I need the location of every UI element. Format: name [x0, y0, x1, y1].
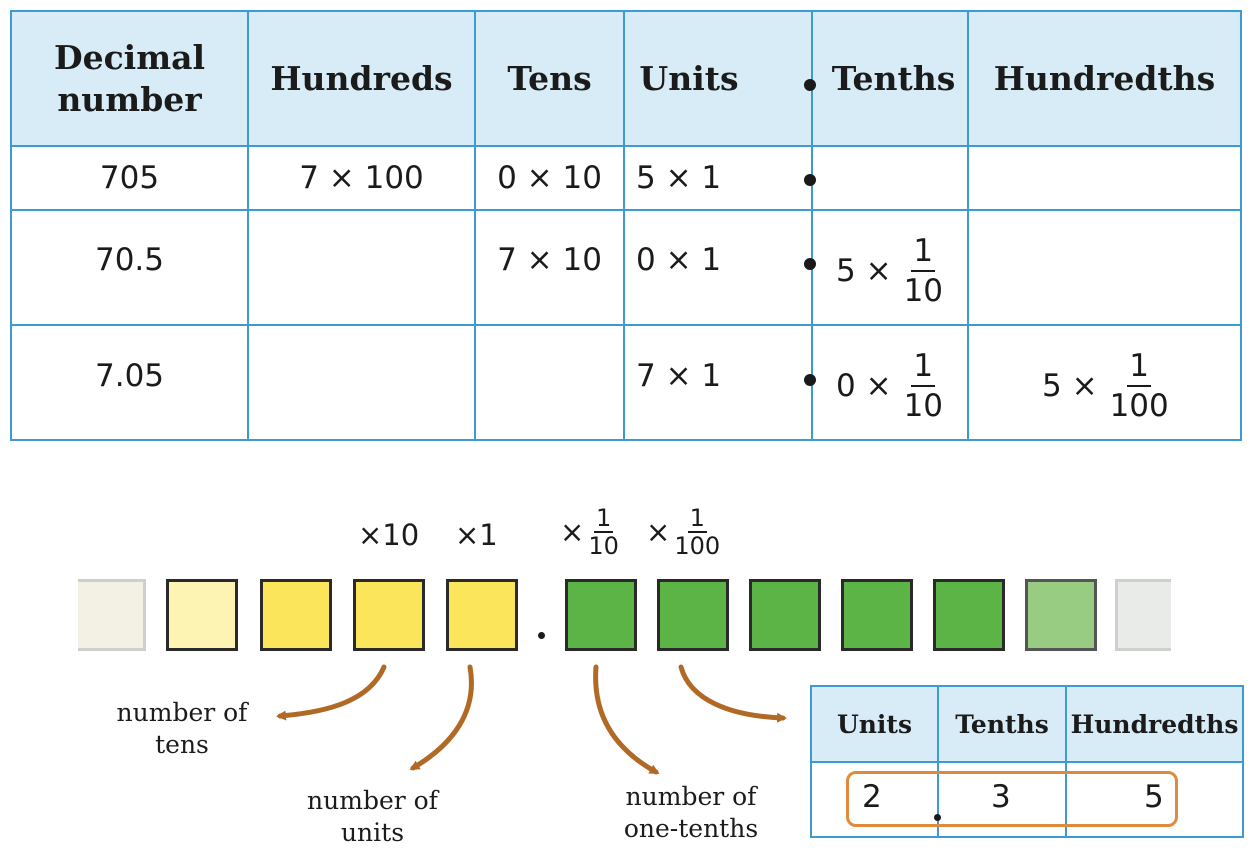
- example-header-units: Units: [836, 709, 913, 739]
- fraction-one-tenth: 1 10: [588, 505, 619, 559]
- multiplier-symbol: ×: [560, 515, 585, 549]
- arrow-to-tenths-label: [593, 664, 660, 775]
- strip-box-tens: [353, 579, 425, 651]
- fraction-numerator: 1: [911, 347, 936, 387]
- header-units: Units: [639, 59, 739, 98]
- fraction-one-hundredth: 1 100: [674, 505, 720, 559]
- strip-box-pale-green: [1025, 579, 1097, 651]
- cell-tenths: 5 ×: [836, 253, 892, 289]
- fraction-denominator: 10: [588, 532, 619, 560]
- strip-box-faded: [1115, 579, 1171, 651]
- strip-box-green: [749, 579, 821, 651]
- fraction-one-tenth: 1 10: [904, 232, 943, 310]
- multiplier-tens: ×10: [358, 518, 420, 552]
- fraction-denominator: 10: [903, 273, 944, 309]
- cell-hundredths-fraction: 5 × 1 100: [1042, 347, 1169, 425]
- decimal-point-dot: [934, 814, 941, 821]
- cell-decimal: 70.5: [94, 242, 165, 278]
- header-tens: Tens: [507, 59, 592, 98]
- example-col-divider: [937, 685, 939, 838]
- strip-box-units: [446, 579, 518, 651]
- cell-units: 0 × 1: [636, 242, 722, 278]
- example-value-hundredths: 5: [1144, 779, 1164, 815]
- fraction-denominator: 100: [1109, 388, 1169, 424]
- table-row-divider: [10, 145, 1242, 147]
- cell-tenths-fraction: 0 × 1 10: [836, 347, 943, 425]
- fraction-numerator: 1: [1127, 347, 1152, 387]
- fraction-numerator: 1: [687, 504, 707, 533]
- cell-decimal: 705: [99, 160, 160, 196]
- header-hundredths: Hundredths: [993, 59, 1216, 98]
- fraction-one-hundredth: 1 100: [1110, 347, 1169, 425]
- fraction-one-tenth: 1 10: [904, 347, 943, 425]
- fraction-numerator: 1: [911, 232, 936, 272]
- cell-units: 7 × 1: [636, 358, 722, 394]
- example-border-left: [810, 685, 812, 838]
- arrow-to-small-table: [678, 664, 787, 723]
- cell-units: 5 × 1: [636, 160, 722, 196]
- header-hundreds: Hundreds: [270, 59, 453, 98]
- table-border-left: [10, 10, 12, 441]
- table-col-divider: [967, 10, 969, 441]
- decimal-point-dot: [804, 174, 816, 186]
- header-tenths: Tenths: [831, 59, 956, 98]
- fraction-denominator: 100: [674, 532, 721, 560]
- example-header-hundredths: Hundredths: [1070, 709, 1239, 739]
- cell-tens: 0 × 10: [497, 160, 602, 196]
- example-col-divider: [1065, 685, 1067, 838]
- table-row-divider: [10, 209, 1242, 211]
- multiplier-tenths: × 1 10: [560, 505, 619, 559]
- cell-hundredths: 5 ×: [1042, 368, 1098, 404]
- decimal-point-dot: [804, 374, 816, 386]
- decimal-point-dot: [538, 632, 545, 639]
- multiplier-hundredths: × 1 100: [646, 505, 720, 559]
- example-border-top: [810, 685, 1244, 687]
- strip-box-green: [933, 579, 1005, 651]
- cell-tenths: 0 ×: [836, 368, 892, 404]
- cell-tenths-fraction: 5 × 1 10: [836, 232, 943, 310]
- multiplier-units: ×1: [455, 518, 498, 552]
- example-header-tenths: Tenths: [955, 709, 1049, 739]
- decimal-point-dot: [804, 79, 816, 91]
- fraction-denominator: 10: [903, 388, 944, 424]
- example-value-tenths: 3: [991, 779, 1011, 815]
- example-value-units: 2: [862, 779, 882, 815]
- arrow-to-tens-label: [276, 664, 387, 721]
- arrow-to-units-label: [409, 664, 474, 771]
- table-col-divider: [623, 10, 625, 441]
- highlight-outline: [846, 771, 1178, 827]
- strip-box-hundredths: [657, 579, 729, 651]
- example-border-right: [1242, 685, 1244, 838]
- example-border-bottom: [810, 836, 1244, 838]
- cell-tens: 7 × 10: [497, 242, 602, 278]
- fraction-numerator: 1: [593, 504, 614, 533]
- table-header-background: [10, 10, 1242, 146]
- strip-box-faded: [78, 579, 146, 651]
- cell-decimal: 7.05: [95, 358, 165, 394]
- table-col-divider: [474, 10, 476, 441]
- table-border-bottom: [10, 439, 1242, 441]
- cell-hundreds: 7 × 100: [299, 160, 424, 196]
- strip-box-green: [841, 579, 913, 651]
- multiplier-symbol: ×: [646, 515, 671, 549]
- table-col-divider: [811, 10, 813, 441]
- table-border-right: [1240, 10, 1242, 441]
- table-row-divider: [10, 324, 1242, 326]
- strip-box-yellow: [260, 579, 332, 651]
- strip-box-hundreds: [166, 579, 238, 651]
- table-border-top: [10, 10, 1242, 12]
- example-header-background: [810, 686, 1242, 762]
- example-row-divider: [810, 761, 1244, 763]
- strip-box-tenths: [565, 579, 637, 651]
- table-col-divider: [247, 10, 249, 441]
- decimal-point-dot: [804, 258, 816, 270]
